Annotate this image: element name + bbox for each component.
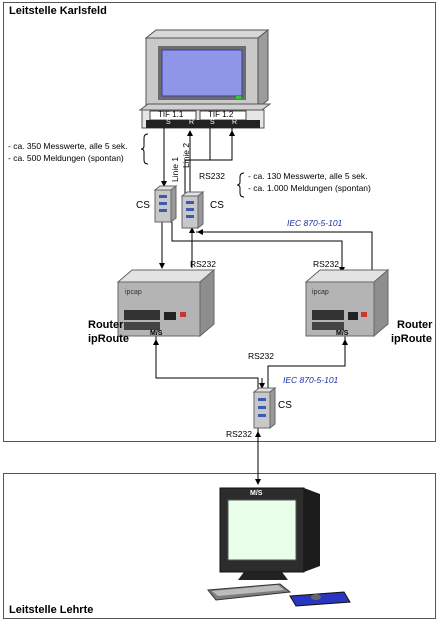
workstation-screen — [227, 499, 297, 561]
workstation-lehrte — [207, 487, 351, 607]
rs232-label-bottom: RS232 — [226, 429, 252, 439]
cs-device-right — [180, 190, 205, 230]
rs232-label-router-left: RS232 — [190, 259, 216, 269]
router-right — [304, 268, 390, 338]
router-left-label-1: Router — [88, 319, 124, 331]
control-computer — [138, 28, 272, 129]
tif-port-r1: R — [189, 119, 195, 126]
label-linie-2: Linie 2 — [181, 142, 191, 168]
brace-right — [236, 172, 245, 198]
cs-label-left: CS — [136, 200, 150, 211]
brace-left — [140, 133, 149, 165]
rs232-label-between: RS232 — [248, 351, 274, 361]
tif-label-left: TIF 1.1 — [158, 110, 184, 119]
tif-port-s1: S — [166, 119, 171, 126]
iec-label-bottom: IEC 870-5-101 — [283, 375, 339, 385]
note-left-2: - ca. 500 Meldungen (spontan) — [8, 153, 124, 163]
tif-port-r2: R — [232, 119, 238, 126]
cs-label-bottom: CS — [278, 400, 292, 411]
workstation-port-label: M/S — [250, 490, 263, 497]
router-left — [116, 268, 216, 338]
note-left-1: - ca. 350 Messwerte, alle 5 sek. — [8, 141, 128, 151]
note-right-2: - ca. 1.000 Meldungen (spontan) — [248, 183, 371, 193]
cs-device-left — [153, 184, 178, 224]
cs-device-bottom — [252, 386, 277, 430]
router-right-label-1: Router — [397, 319, 433, 331]
tif-label-right: TIF 1.2 — [208, 110, 234, 119]
rs232-label-router-right: RS232 — [313, 259, 339, 269]
router-right-port: M/S — [336, 330, 349, 337]
router-left-logo: ipcap — [125, 289, 142, 296]
rs232-label-top: RS232 — [199, 171, 225, 181]
monitor-screen — [161, 49, 243, 97]
tif-port-s2: S — [210, 119, 215, 126]
iec-label-top: IEC 870-5-101 — [287, 218, 343, 228]
label-linie-1: Linie 1 — [170, 156, 180, 182]
title-lehrte: Leitstelle Lehrte — [9, 604, 94, 616]
router-right-logo: ipcap — [312, 289, 329, 296]
router-right-label-2: ipRoute — [391, 333, 432, 345]
router-left-port: M/S — [150, 330, 163, 337]
note-right-1: - ca. 130 Messwerte, alle 5 sek. — [248, 171, 368, 181]
connection-lines — [153, 128, 373, 485]
title-karlsfeld: Leitstelle Karlsfeld — [9, 5, 107, 17]
cs-label-right: CS — [210, 200, 224, 211]
router-left-label-2: ipRoute — [88, 333, 129, 345]
